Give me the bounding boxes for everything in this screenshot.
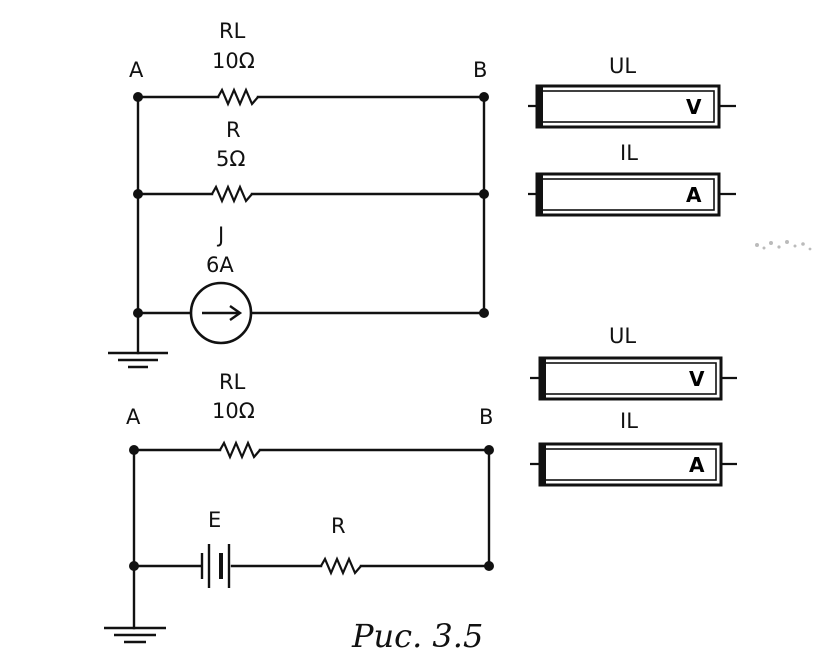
bottom-r-name: R (331, 514, 346, 538)
bottom-node-right (484, 561, 494, 571)
bottom-ground-symbol (104, 626, 166, 644)
top-ammeter-unit: A (686, 183, 702, 207)
bottom-node-b (484, 445, 494, 455)
bottom-circuit: A B RL 10Ω E R (104, 370, 494, 644)
current-source-j (189, 281, 253, 345)
top-node-b-label: B (473, 58, 487, 82)
top-node-right-bottom (479, 308, 489, 318)
top-circuit: A B RL 10Ω R 5Ω J 6A (108, 19, 489, 369)
top-j-name: J (216, 223, 224, 247)
bottom-voltmeter: V (530, 356, 737, 401)
top-r-value: 5Ω (216, 147, 245, 171)
bottom-rl-resistor (219, 440, 261, 460)
top-ground-symbol (108, 351, 168, 369)
top-voltmeter-label: UL (609, 54, 636, 78)
top-ammeter: A (528, 172, 736, 217)
top-rl-resistor (217, 87, 259, 107)
scan-noise-mark (755, 240, 812, 251)
top-ammeter-label: IL (620, 141, 638, 165)
bottom-node-a (129, 445, 139, 455)
top-node-left-mid (133, 189, 143, 199)
bottom-rl-name: RL (219, 370, 246, 394)
bottom-node-a-label: A (126, 405, 141, 429)
battery-e (200, 544, 231, 588)
bottom-node-b-label: B (479, 405, 493, 429)
bottom-ammeter: A (530, 442, 737, 487)
bottom-ammeter-label: IL (620, 409, 638, 433)
bottom-voltmeter-label: UL (609, 324, 636, 348)
top-voltmeter-unit: V (686, 95, 702, 119)
top-node-right-mid (479, 189, 489, 199)
top-j-value: 6A (206, 253, 234, 277)
bottom-rl-value: 10Ω (212, 399, 255, 423)
bottom-r-resistor (320, 556, 362, 576)
top-node-left-bottom (133, 308, 143, 318)
bottom-voltmeter-unit: V (689, 367, 705, 391)
bottom-ammeter-unit: A (689, 453, 705, 477)
figure-caption: Рис. 3.5 (351, 617, 483, 655)
top-rl-value: 10Ω (212, 49, 255, 73)
top-voltmeter: V (528, 84, 736, 129)
top-node-b (479, 92, 489, 102)
top-r-resistor (211, 184, 253, 204)
top-r-name: R (226, 118, 241, 142)
bottom-node-left (129, 561, 139, 571)
bottom-e-name: E (208, 508, 221, 532)
top-rl-name: RL (219, 19, 246, 43)
top-node-a (133, 92, 143, 102)
top-node-a-label: A (129, 58, 144, 82)
